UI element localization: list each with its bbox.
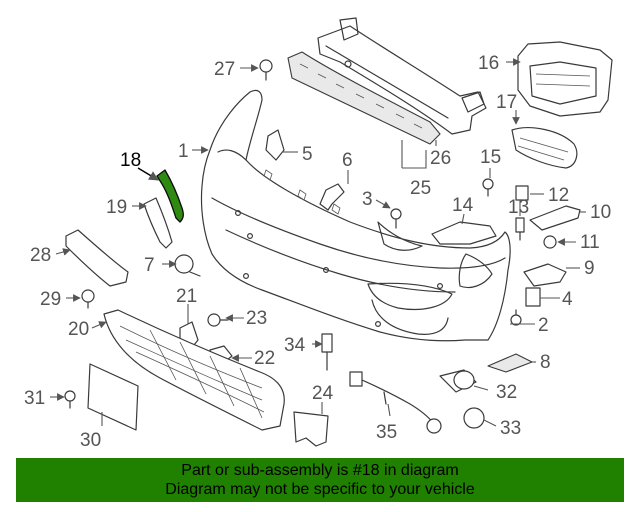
callout-labels: 1 2 3 4 5 6 7 8 9 10 11 12 13 14 15 16 1…	[24, 53, 611, 451]
retainer-13-part	[515, 217, 525, 241]
bracket-24-part	[293, 411, 329, 447]
callout-14[interactable]: 14	[452, 195, 474, 216]
callout-32[interactable]: 32	[496, 382, 517, 403]
callout-7[interactable]: 7	[144, 255, 155, 276]
banner-line-1: Part or sub-assembly is #18 in diagram	[181, 462, 459, 479]
trim-strip-19-part	[143, 197, 173, 249]
sensor-34-part	[321, 333, 333, 371]
callout-25[interactable]: 25	[410, 178, 431, 199]
callout-35[interactable]: 35	[376, 422, 397, 443]
clip-6-part	[319, 183, 345, 211]
energy-absorber-part	[287, 51, 441, 145]
bracket-10-part	[529, 205, 581, 231]
callout-5[interactable]: 5	[302, 144, 313, 165]
callout-21[interactable]: 21	[176, 286, 197, 307]
callout-6[interactable]: 6	[342, 150, 353, 171]
nut-11-part	[543, 235, 557, 249]
parts-diagram: 1 2 3 4 5 6 7 8 9 10 11 12 13 14 15 16 1…	[24, 17, 613, 451]
sensor-33-part	[463, 407, 485, 429]
lower-grille-part	[103, 309, 285, 431]
callout-26[interactable]: 26	[430, 148, 451, 169]
side-bracket-28-part	[65, 229, 129, 287]
callout-12[interactable]: 12	[548, 185, 569, 206]
callout-4[interactable]: 4	[562, 289, 573, 310]
wiring-harness-35-part	[349, 371, 442, 434]
highlighted-part-18[interactable]	[156, 169, 184, 223]
fog-lamp-housing-part	[517, 41, 613, 117]
callout-33[interactable]: 33	[500, 418, 521, 439]
callout-19[interactable]: 19	[106, 197, 127, 218]
notice-banner: Part or sub-assembly is #18 in diagram D…	[16, 458, 624, 502]
screw-23-part	[207, 313, 229, 327]
sensor-holder-32-part	[439, 369, 477, 393]
bracket-9-part	[523, 263, 567, 287]
callout-1[interactable]: 1	[178, 141, 189, 162]
callout-34[interactable]: 34	[284, 335, 306, 356]
callout-9[interactable]: 9	[584, 258, 595, 279]
callout-16[interactable]: 16	[478, 53, 499, 74]
callout-30[interactable]: 30	[80, 430, 101, 451]
banner-line-2: Diagram may not be specific to your vehi…	[165, 481, 475, 498]
callout-11[interactable]: 11	[580, 232, 600, 253]
callout-13[interactable]: 13	[508, 197, 529, 218]
callout-18[interactable]: 18	[120, 150, 141, 171]
callout-17[interactable]: 17	[496, 92, 517, 113]
leader-lines	[50, 58, 586, 427]
cover-8-part	[487, 353, 533, 373]
screw-27-part	[259, 59, 273, 81]
bumper-cover-part	[200, 89, 511, 342]
callout-15[interactable]: 15	[480, 147, 501, 168]
fog-lamp-trim-part	[511, 127, 578, 169]
clip-12-part	[515, 185, 529, 201]
callout-10[interactable]: 10	[590, 202, 611, 223]
screw-2-part	[510, 309, 522, 326]
callout-28[interactable]: 28	[30, 245, 51, 266]
reinforcement-beam-part	[317, 17, 487, 135]
bracket-14-part	[431, 221, 497, 245]
screw-3-part	[390, 208, 402, 229]
license-plate-bracket-part	[87, 363, 139, 431]
screw-15-part	[482, 178, 494, 197]
clip-4-part	[525, 287, 541, 307]
callout-29[interactable]: 29	[40, 289, 61, 310]
clip-7-part	[174, 254, 201, 277]
callout-23[interactable]: 23	[246, 308, 267, 329]
bracket-5-part	[265, 129, 285, 161]
callout-27[interactable]: 27	[214, 59, 235, 80]
callout-22[interactable]: 22	[254, 348, 275, 369]
screw-29-part	[81, 289, 95, 309]
callout-8[interactable]: 8	[540, 352, 551, 373]
callout-20[interactable]: 20	[68, 319, 89, 340]
callout-24[interactable]: 24	[312, 383, 334, 404]
callout-3[interactable]: 3	[362, 189, 373, 210]
screw-31-part	[64, 390, 76, 409]
callout-31[interactable]: 31	[24, 388, 45, 409]
callout-2[interactable]: 2	[538, 315, 549, 336]
